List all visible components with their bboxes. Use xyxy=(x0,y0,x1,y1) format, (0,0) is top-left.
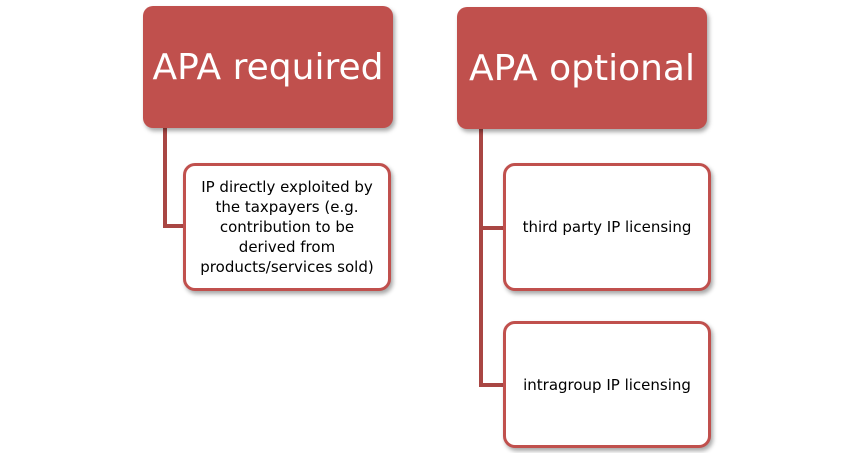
connector-optional-horizontal-1 xyxy=(479,226,503,230)
connector-required-horizontal xyxy=(163,224,185,228)
connector-optional-horizontal-2 xyxy=(479,383,503,387)
apa-required-child-ip-directly-exploited: IP directly exploited by the taxpayers (… xyxy=(183,163,391,291)
connector-optional-vertical xyxy=(479,128,483,387)
apa-optional-child-third-party-ip-licensing: third party IP licensing xyxy=(503,163,711,291)
apa-optional-child-intragroup-ip-licensing: intragroup IP licensing xyxy=(503,321,711,448)
apa-optional-header: APA optional xyxy=(457,7,707,129)
apa-required-header: APA required xyxy=(143,6,393,128)
connector-required-vertical xyxy=(163,128,167,228)
